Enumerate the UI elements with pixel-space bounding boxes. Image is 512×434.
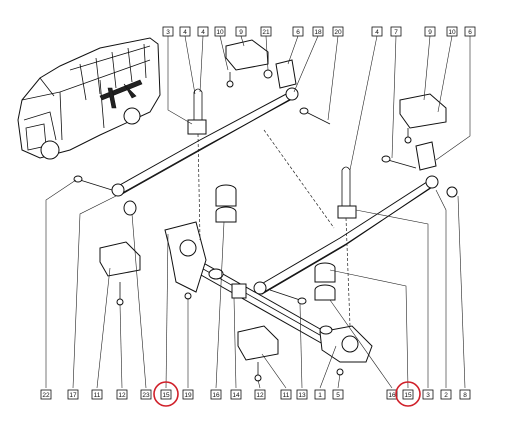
highlight-ring-right <box>395 381 421 407</box>
bottom-leader-lines <box>45 179 466 389</box>
bottom-callout-label-18: 8 <box>463 392 467 399</box>
top-callout-box-8 <box>332 26 344 37</box>
top-callout-label-1: 4 <box>183 29 187 36</box>
top-callout-label-10: 7 <box>394 29 398 36</box>
bottom-callout-box-16 <box>422 389 434 400</box>
bottom-callout-box-4 <box>140 389 152 400</box>
top-callout-label-2: 4 <box>201 29 205 36</box>
top-callout-label-4: 9 <box>239 29 243 36</box>
bottom-callout-box-9 <box>254 389 266 400</box>
top-callout-label-5: 21 <box>262 29 270 36</box>
bottom-callout-label-7: 16 <box>212 392 220 399</box>
bottom-callout-box-6 <box>182 389 194 400</box>
brackets <box>99 39 447 361</box>
bottom-callout-box-3 <box>116 389 128 400</box>
bottom-callout-box-14 <box>386 389 398 400</box>
top-callout-label-11: 9 <box>428 29 432 36</box>
top-callout-label-13: 6 <box>468 29 472 36</box>
rear-axle <box>164 221 373 363</box>
van-thumbnail <box>17 37 161 160</box>
top-callout-label-12: 10 <box>448 29 456 36</box>
bottom-callout-label-14: 16 <box>388 392 396 399</box>
top-callout-box-12 <box>446 26 458 37</box>
top-callout-box-9 <box>371 26 383 37</box>
top-callout-box-0 <box>162 26 174 37</box>
top-callout-box-5 <box>260 26 272 37</box>
bottom-callout-label-3: 12 <box>118 392 126 399</box>
bottom-callout-label-1: 17 <box>69 392 77 399</box>
bottom-callout-box-0 <box>40 389 52 400</box>
bottom-callout-box-1 <box>67 389 79 400</box>
left-leaf-spring <box>111 87 299 216</box>
bottom-callout-box-18 <box>459 389 471 400</box>
bottom-callout-box-8 <box>230 389 242 400</box>
bottom-callout-box-17 <box>440 389 452 400</box>
top-callout-label-8: 20 <box>334 29 342 36</box>
top-callout-box-7 <box>312 26 324 37</box>
bump-stops <box>215 184 336 301</box>
top-callouts: 3 4 4 10 9 21 6 18 20 4 7 9 10 6 <box>162 26 476 37</box>
bottom-callout-box-2 <box>91 389 103 400</box>
top-leader-lines <box>167 35 471 171</box>
bottom-callout-label-4: 23 <box>142 392 150 399</box>
top-callout-box-4 <box>235 26 247 37</box>
bottom-callout-label-17: 2 <box>444 392 448 399</box>
bottom-callout-label-12: 1 <box>318 392 322 399</box>
bottom-callout-label-5: 15 <box>162 392 170 399</box>
bottom-callout-box-10 <box>280 389 292 400</box>
bottom-callout-label-9: 12 <box>256 392 264 399</box>
top-callout-label-3: 10 <box>216 29 224 36</box>
top-callout-box-2 <box>197 26 209 37</box>
bottom-callout-box-5 <box>160 389 172 400</box>
bottom-callout-label-16: 3 <box>426 392 430 399</box>
bottom-callout-box-11 <box>296 389 308 400</box>
bottom-callout-label-13: 5 <box>336 392 340 399</box>
bottom-callout-label-0: 22 <box>42 392 50 399</box>
bottom-callout-label-15: 15 <box>404 392 412 399</box>
top-callout-label-6: 6 <box>296 29 300 36</box>
top-callout-box-3 <box>214 26 226 37</box>
top-callout-box-6 <box>292 26 304 37</box>
bottom-callout-label-11: 13 <box>298 392 306 399</box>
bottom-callout-box-15 <box>402 389 414 400</box>
bottom-callout-box-7 <box>210 389 222 400</box>
right-leaf-spring <box>253 175 458 295</box>
bottom-callout-label-8: 14 <box>232 392 240 399</box>
assembly-lines <box>197 129 351 327</box>
bottom-callout-label-2: 11 <box>94 392 101 399</box>
top-callout-box-13 <box>464 26 476 37</box>
top-callout-box-1 <box>179 26 191 37</box>
u-bolts <box>187 88 357 219</box>
top-callout-box-11 <box>424 26 436 37</box>
highlight-ring-left <box>153 381 179 407</box>
top-callout-label-0: 3 <box>166 29 170 36</box>
top-callout-label-7: 18 <box>314 29 322 36</box>
bottom-callout-label-10: 11 <box>283 392 290 399</box>
bottom-callout-box-12 <box>314 389 326 400</box>
bottom-callout-label-6: 19 <box>184 392 192 399</box>
top-callout-box-10 <box>390 26 402 37</box>
top-callout-label-9: 4 <box>375 29 379 36</box>
bottom-callout-box-13 <box>332 389 344 400</box>
